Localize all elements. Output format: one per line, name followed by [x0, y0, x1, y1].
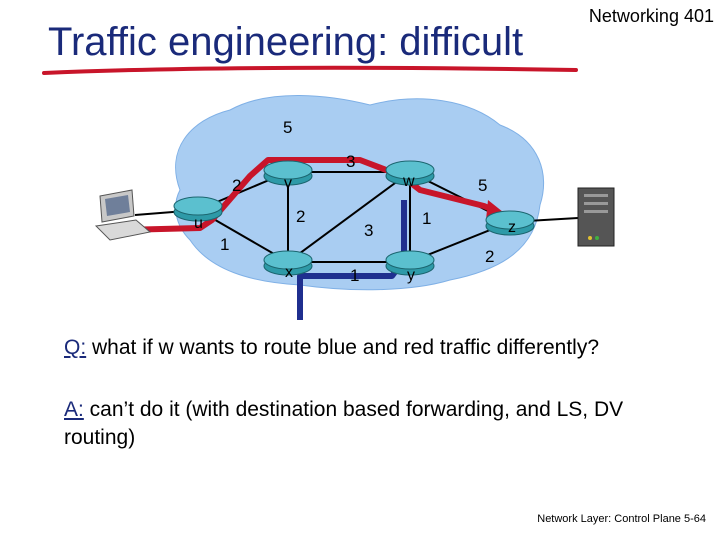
router-x-icon [263, 250, 313, 276]
cost-w-y: 1 [422, 209, 431, 228]
cost-u-v: 2 [232, 176, 241, 195]
router-label-x: x [285, 264, 293, 281]
course-label: Networking 401 [588, 6, 714, 26]
slide-title: Traffic engineering: difficult [48, 20, 524, 64]
router-label-w: w [402, 173, 415, 190]
router-z-icon [485, 210, 535, 236]
cost-w-x: 3 [364, 221, 373, 240]
host-computer-icon [94, 189, 152, 241]
cost-v-x: 2 [296, 207, 305, 226]
question-body: what if w wants to route blue and red tr… [86, 336, 600, 359]
answer-body: can’t do it (with destination based forw… [64, 398, 624, 449]
cost-u-z: 5 [283, 118, 292, 137]
router-y-icon [385, 250, 435, 276]
network-diagram: u v w x y z 2 1 3 2 3 1 1 5 2 5 [94, 95, 615, 320]
router-w-icon [385, 160, 435, 186]
server-icon [577, 187, 615, 247]
router-label-u: u [194, 215, 203, 232]
cost-x-y: 1 [350, 266, 359, 285]
blue-traffic-route [297, 200, 407, 320]
router-u-icon [173, 196, 223, 222]
question-text: Q: what if w wants to route blue and red… [64, 336, 599, 360]
router-label-y: y [407, 267, 415, 284]
answer-text: A: can’t do it (with destination based f… [64, 396, 684, 452]
slide-footer: Network Layer: Control Plane 5-64 [537, 513, 706, 525]
title-underline [42, 65, 578, 75]
cost-y-z: 2 [485, 247, 494, 266]
answer-lead: A: [64, 398, 84, 421]
question-lead: Q: [64, 336, 87, 359]
cost-v-w: 3 [346, 152, 355, 171]
network-cloud [175, 95, 545, 291]
red-traffic-route [119, 157, 500, 233]
router-label-z: z [508, 219, 516, 236]
cost-w-z: 5 [478, 176, 487, 195]
router-v-icon [263, 160, 313, 186]
cost-u-x: 1 [220, 235, 229, 254]
router-label-v: v [284, 175, 292, 192]
